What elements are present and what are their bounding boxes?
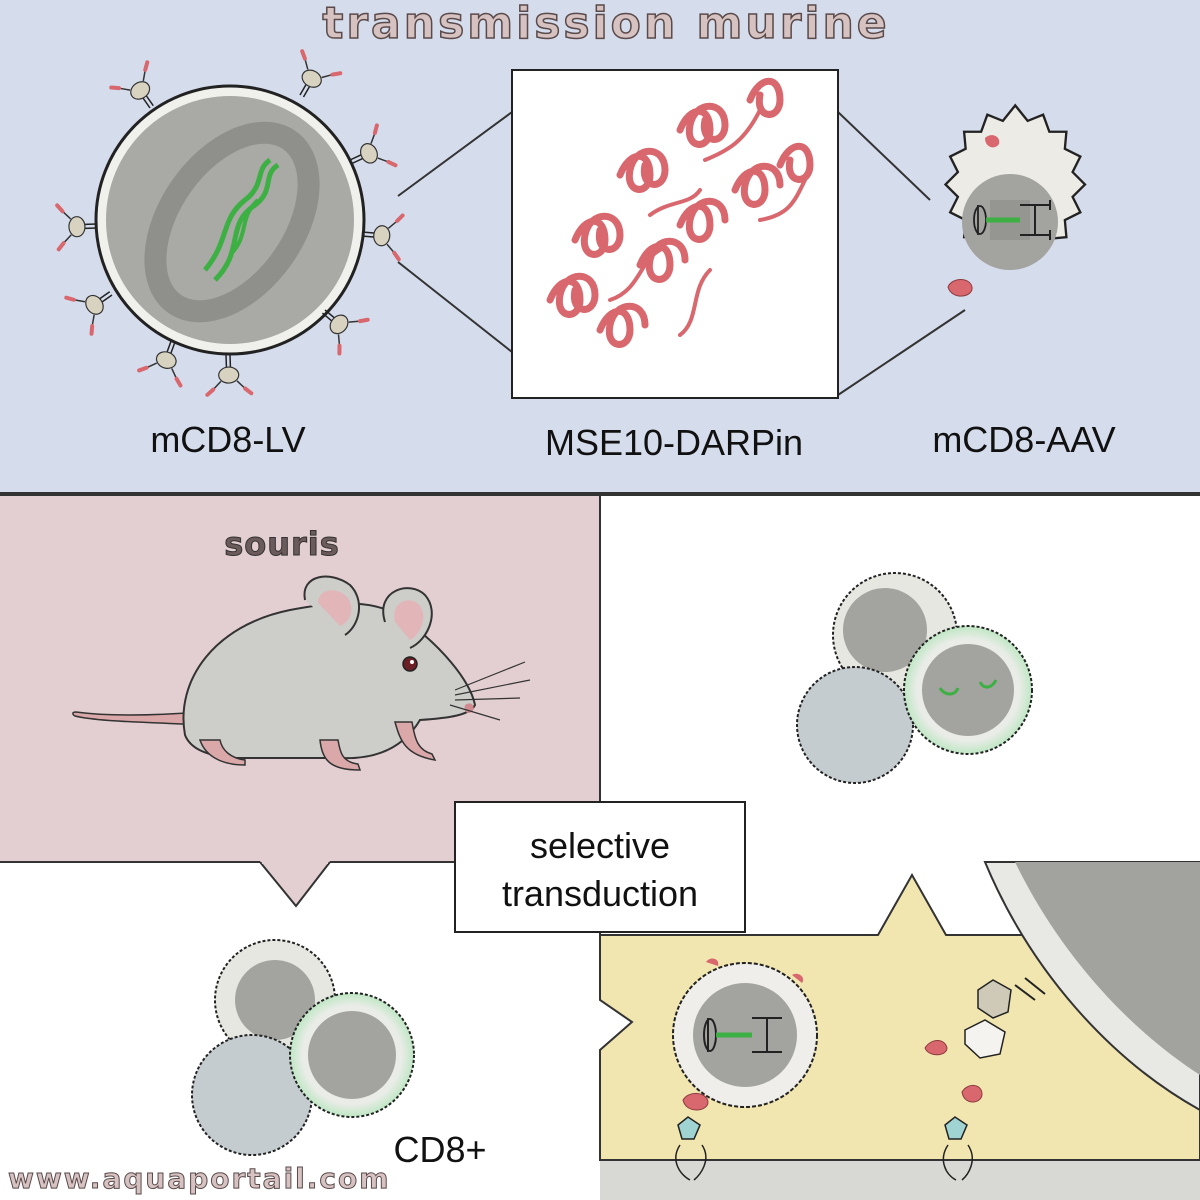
callout-line-2: transduction (502, 873, 698, 914)
aav-binding-receptor (672, 958, 818, 1181)
cell-membrane-floor (600, 1160, 1200, 1200)
watermark-text: www.aquaportail.com (8, 1162, 390, 1195)
selective-transduction-callout (454, 801, 746, 933)
darpin-zoom-box (511, 69, 839, 399)
mouse-panel-pointer (259, 861, 331, 908)
darpin-label: MSE10-DARPin (545, 422, 803, 463)
lv-label: mCD8-LV (150, 419, 305, 460)
callout-line-1: selective (530, 825, 670, 866)
aav-particle (943, 103, 1087, 297)
darpin-ribbon-structure (546, 77, 814, 348)
header-title: transmission murine (322, 0, 889, 49)
top-panel-divider (0, 492, 1200, 496)
zoom-line-aav-bottom (837, 309, 966, 396)
lv-envelope-binding (924, 977, 1046, 1181)
rna-strand (203, 157, 272, 272)
mouse-panel-title: souris (224, 525, 340, 563)
zoom-line-lv-top (397, 111, 513, 197)
zoom-line-lv-bottom (397, 261, 513, 353)
lentivirus-particle (57, 49, 405, 395)
aav-label: mCD8-AAV (932, 419, 1115, 460)
mouse-illustration (72, 575, 531, 771)
cell-cluster-bottom-left (191, 939, 415, 1156)
target-cell-interior (1015, 862, 1200, 1075)
cd8-cell-label: CD8+ (393, 1129, 486, 1170)
cell-cluster-top-right (796, 572, 1033, 784)
zoom-line-aav-top (837, 111, 931, 201)
